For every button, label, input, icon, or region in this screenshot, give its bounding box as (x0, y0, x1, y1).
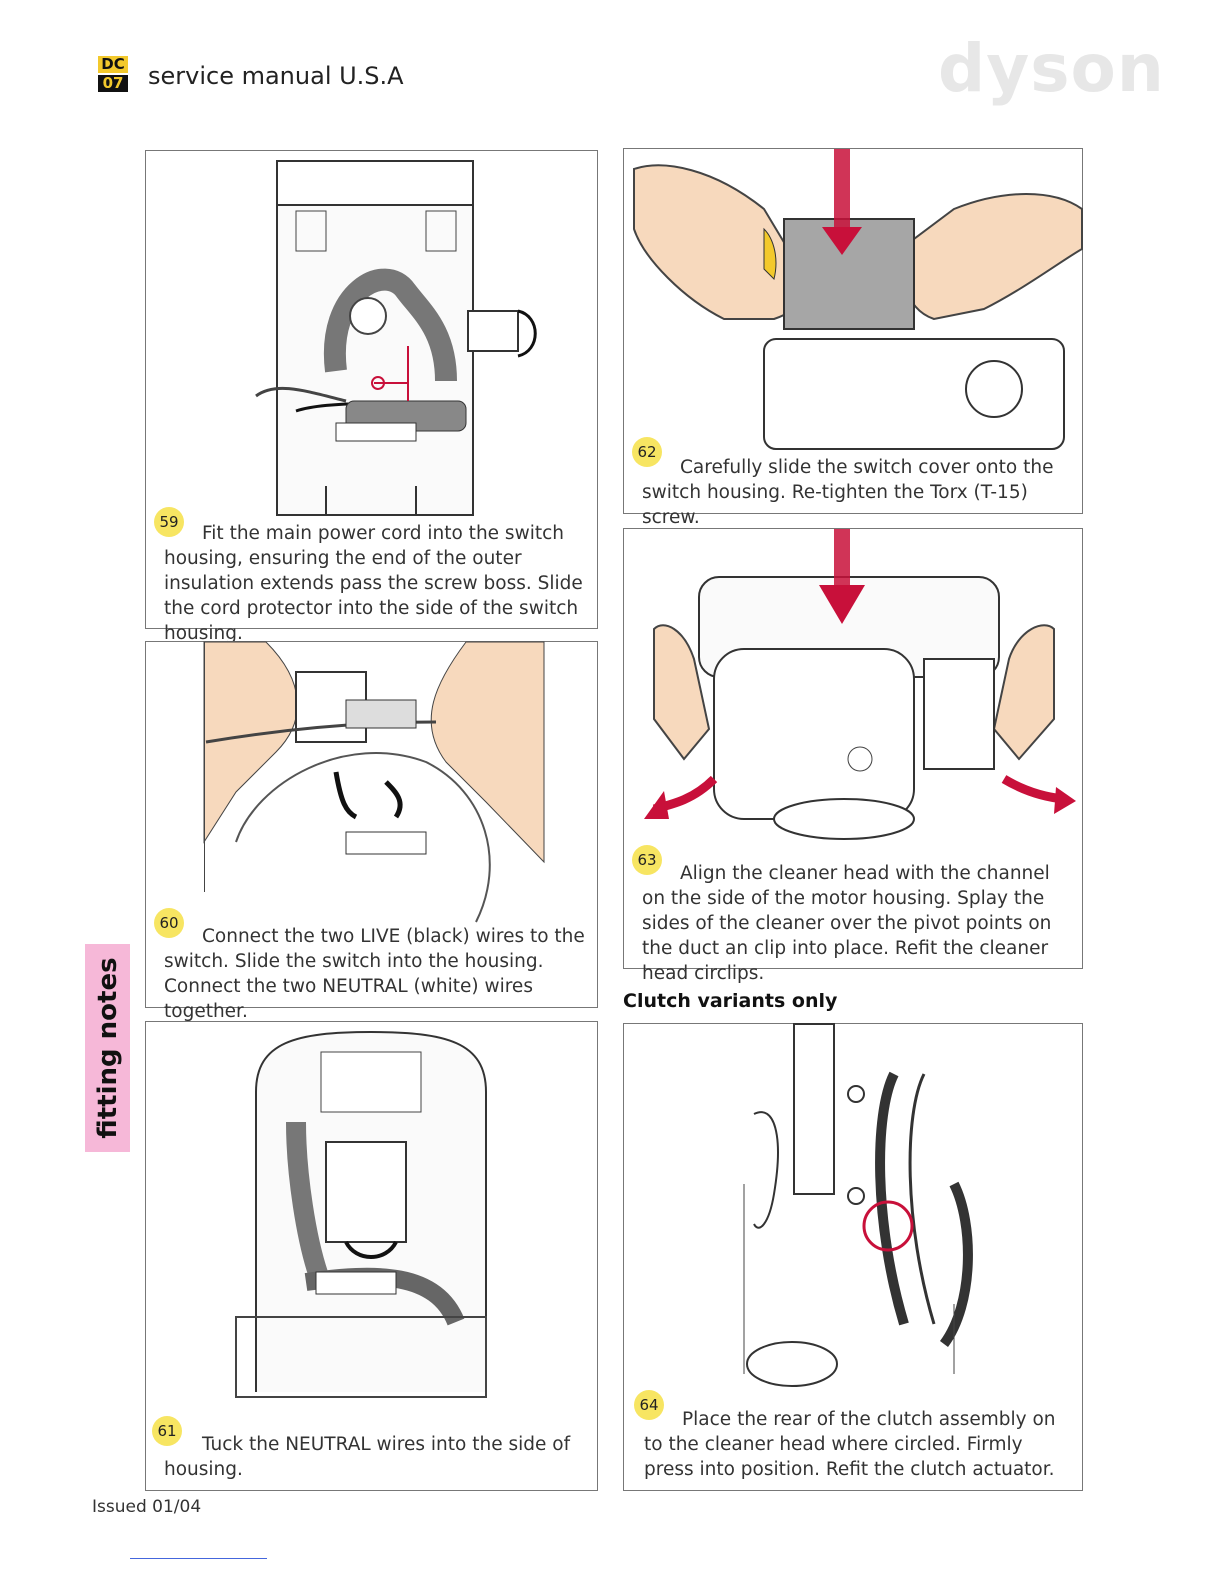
step-61-illustration (235, 1030, 487, 1398)
step-64-panel: 64 Place the rear of the clutch assembly… (623, 1023, 1083, 1491)
header-title: service manual U.S.A (148, 62, 404, 90)
step-63-panel: 63 Align the cleaner head with the chann… (623, 528, 1083, 984)
step-60-panel: 60 Connect the two LIVE (black) wires to… (145, 641, 598, 1022)
model-logo-number: 07 (98, 75, 128, 92)
step-62-panel: 62 Carefully slide the switch cover onto… (623, 148, 1083, 528)
step-caption: Tuck the NEUTRAL wires into the side of … (164, 1434, 571, 1480)
step-59-illustration (255, 160, 537, 516)
section-label: Clutch variants only (623, 990, 838, 1012)
step-62-illustration (633, 149, 1083, 450)
step-61-panel: 61 Tuck the NEUTRAL wires into the side … (145, 1021, 598, 1491)
step-caption: Align the cleaner head with the channel … (642, 863, 1052, 984)
step-number: 60 (154, 908, 184, 938)
step-number: 61 (152, 1416, 182, 1446)
model-logo: DC 07 (98, 56, 128, 92)
step-60-illustration (203, 641, 545, 923)
side-tab: fitting notes (85, 944, 130, 1152)
issued-date: Issued 01/04 (92, 1497, 202, 1517)
step-59-panel: 59 Fit the main power cord into the swit… (145, 150, 598, 644)
step-number: 64 (634, 1390, 664, 1420)
step-caption: Connect the two LIVE (black) wires to th… (164, 926, 585, 1022)
step-63-illustration (644, 529, 1076, 840)
step-caption: Carefully slide the switch cover onto th… (642, 457, 1054, 528)
brand-logo: dyson (938, 30, 1165, 107)
step-number: 63 (632, 845, 662, 875)
side-tab-label: fitting notes (92, 957, 123, 1139)
step-caption: Fit the main power cord into the switch … (164, 523, 583, 644)
step-caption: Place the rear of the clutch assembly on… (644, 1409, 1056, 1480)
model-logo-top: DC (98, 56, 128, 73)
step-64-illustration (743, 1023, 973, 1387)
step-number: 59 (154, 507, 184, 537)
step-number: 62 (632, 437, 662, 467)
footer-rule (130, 1558, 267, 1559)
